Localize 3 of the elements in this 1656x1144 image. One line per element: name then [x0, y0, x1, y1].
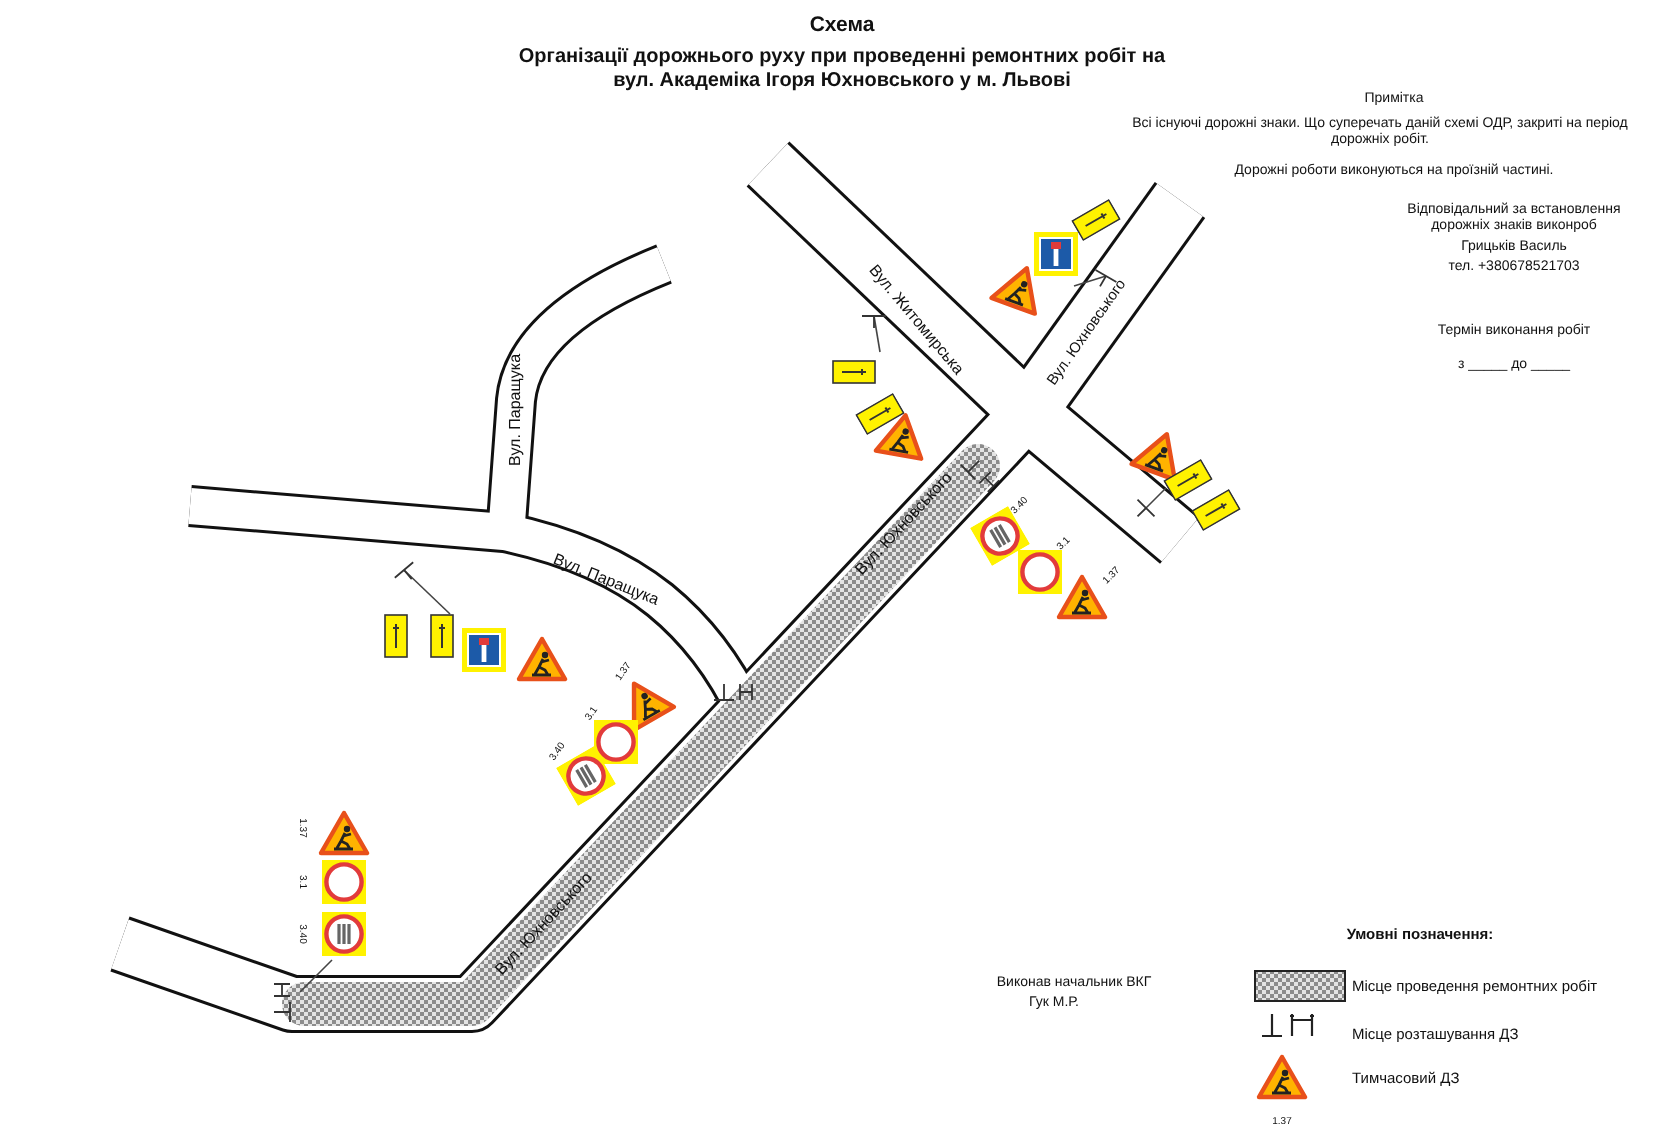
title: Схема: [809, 13, 875, 39]
street-name: Вул. Паращука: [506, 353, 526, 467]
subtitle: Організації дорожнього руху при проведенні ремонтних робіт на вул. Академіка Ігоря Юхновського у м. Львові: [516, 46, 1168, 94]
